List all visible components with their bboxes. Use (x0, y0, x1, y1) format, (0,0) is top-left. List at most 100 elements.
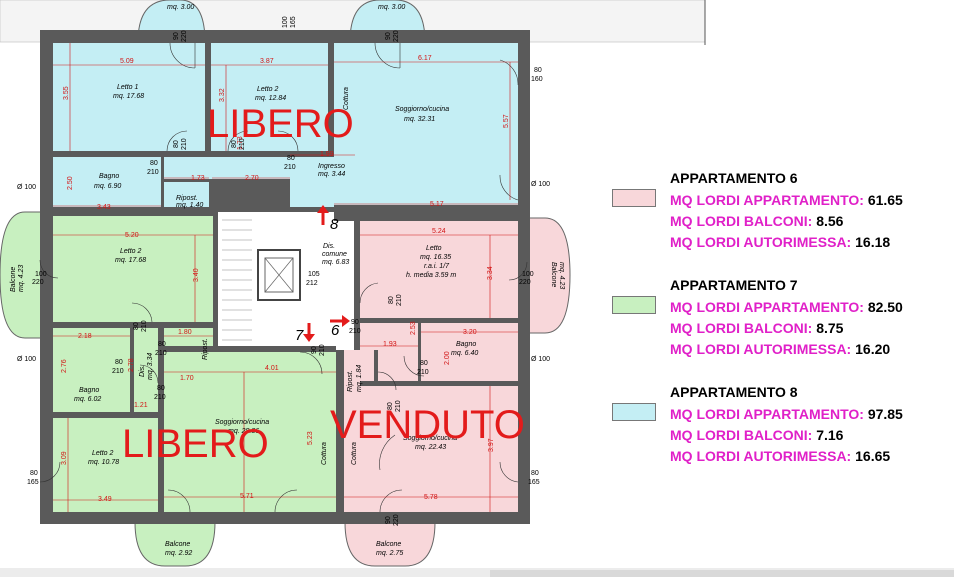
door-spec: 80 (157, 385, 165, 392)
apt7-letto2 (53, 216, 213, 322)
door-specs: 90 220 100 165 90 220 80 160 80 210 80 2… (17, 16, 550, 526)
legend-apartment-7: APPARTAMENTO 7 MQ LORDI APPARTAMENTO: 82… (612, 277, 952, 384)
legend-row-value: 97.85 (867, 406, 903, 422)
dim-309: 3.09 (61, 451, 68, 465)
dim-571: 5.71 (240, 493, 254, 500)
dim-121: 1.21 (134, 402, 148, 409)
door-spec: 100 (35, 271, 47, 278)
door-spec: 165 (27, 479, 39, 486)
door-spec: 80 (231, 140, 238, 148)
room-bagno-top-area: mq. 6.90 (94, 183, 121, 190)
balcone-right (526, 217, 571, 334)
legend-row-label: MQ LORDI AUTORIMESSA: (670, 341, 852, 357)
door-spec: 210 (147, 169, 159, 176)
door-spec: 220 (393, 514, 400, 526)
apt8-letto2 (211, 43, 328, 151)
legend-row-label: MQ LORDI BALCONI: (670, 213, 813, 229)
room-soggiorno-bl-area: mq. 28.86 (228, 428, 259, 435)
door-spec: 80 (534, 67, 542, 74)
elevator-cross-2 (264, 257, 294, 293)
door-spec: 105 (308, 271, 320, 278)
dim-276: 2.76 (61, 359, 68, 373)
balcone-br-name: Balcone (376, 541, 401, 548)
dim-523: 5.23 (307, 431, 314, 445)
room-letto1-name: Letto 1 (117, 84, 139, 91)
dimension-lines (53, 43, 518, 512)
door-spec: Ø 100 (531, 356, 550, 363)
room-soggiorno-bl-name: Soggiorno/cucina (215, 419, 269, 426)
dim-349: 3.49 (98, 496, 112, 503)
dim-320: 3.20 (463, 329, 477, 336)
dim-520: 5.20 (125, 232, 139, 239)
door-spec: 165 (290, 16, 297, 28)
dim-509: 5.09 (120, 58, 134, 65)
door-spec: 210 (239, 138, 246, 150)
apt8-ingresso (290, 157, 334, 207)
door-spec: 80 (287, 155, 295, 162)
dim-355: 3.55 (63, 86, 70, 100)
bottom-strip (0, 568, 954, 577)
legend-row-value: 8.75 (816, 320, 844, 336)
legend-title-7: APPARTAMENTO 7 (670, 277, 798, 293)
room-ingresso-area: mq. 3.44 (318, 171, 345, 178)
legend-row-value: 16.18 (855, 234, 891, 250)
legend-row: MQ LORDI APPARTAMENTO: 61.65 (670, 192, 903, 208)
dim-200: 2.00 (444, 351, 451, 365)
room-cottura-br: Cottura (351, 442, 358, 465)
balcone-tl-area: mq. 3.00 (167, 4, 194, 11)
unit-number-8: 8 (330, 216, 339, 233)
interior-walls (53, 43, 518, 512)
door-spec: 210 (417, 369, 429, 376)
legend-row: MQ LORDI BALCONI: 7.16 (670, 427, 843, 443)
dim-524: 5.24 (432, 228, 446, 235)
dim-343: 3.43 (97, 204, 111, 211)
room-soggiorno-br-name: Soggiorno/cucina (403, 435, 457, 442)
legend-row-value: 16.65 (855, 448, 891, 464)
door-spec: 90 (311, 346, 318, 354)
apt6-letto (360, 221, 518, 318)
dim-193: 1.93 (383, 341, 397, 348)
apt8-bagno (53, 157, 161, 207)
room-letto1-area: mq. 17.68 (113, 93, 144, 100)
room-ripost-mid-name: Ripost. (202, 338, 209, 360)
legend-row: MQ LORDI AUTORIMESSA: 16.65 (670, 448, 890, 464)
door-spec: 210 (181, 138, 188, 150)
legend-title-6: APPARTAMENTO 6 (670, 170, 798, 186)
balcone-bl-name: Balcone (165, 541, 190, 548)
door-spec: 80 (150, 160, 158, 167)
door-spec: Ø 100 (531, 181, 550, 188)
unit-number-6: 6 (331, 322, 340, 339)
room-letto2-mid-area: mq. 17.68 (115, 257, 146, 264)
dim-170: 1.70 (180, 375, 194, 382)
room-letto-right-height: h. media 3.59 m (406, 272, 456, 279)
dim-617: 6.17 (418, 55, 432, 62)
door-spec: 80 (30, 470, 38, 477)
legend-apartment-6: APPARTAMENTO 6 MQ LORDI APPARTAMENTO: 61… (612, 170, 952, 277)
apt8-letto1 (53, 43, 205, 151)
entry-arrows (303, 205, 350, 342)
room-ripost-top-area: mq. 1.40 (176, 202, 203, 209)
dim-173b: 1.73 (191, 175, 205, 182)
dim-332: 3.32 (219, 88, 226, 102)
legend-row-value: 82.50 (867, 299, 903, 315)
door-spec: 90 (385, 516, 392, 524)
balcone-bottom-left (134, 521, 216, 567)
room-letto-right-name: Letto (426, 245, 442, 252)
door-spec: 80 (115, 359, 123, 366)
room-dis-comune-area: mq. 6.83 (322, 259, 349, 266)
status-venduto: VENDUTO (330, 403, 525, 447)
balcone-right-area: mq. 4.23 (558, 262, 565, 289)
room-soggiorno-br-area: mq. 22.43 (415, 444, 446, 451)
balcone-left-area: mq. 4.23 (18, 265, 25, 292)
dim-387: 3.87 (260, 58, 274, 65)
room-letto-right-rai: r.a.i. 1/7 (424, 263, 450, 270)
dim-557: 5.57 (503, 114, 510, 128)
door-spec: 210 (319, 344, 326, 356)
dim-517: 5.17 (430, 201, 444, 208)
apt7-soggiorno (164, 352, 336, 512)
apt7-dis (134, 328, 158, 412)
balcone-bottom-right (344, 521, 436, 567)
door-spec: 90 (351, 319, 359, 326)
apt7-bagno (53, 328, 130, 412)
door-spec: 210 (155, 350, 167, 357)
